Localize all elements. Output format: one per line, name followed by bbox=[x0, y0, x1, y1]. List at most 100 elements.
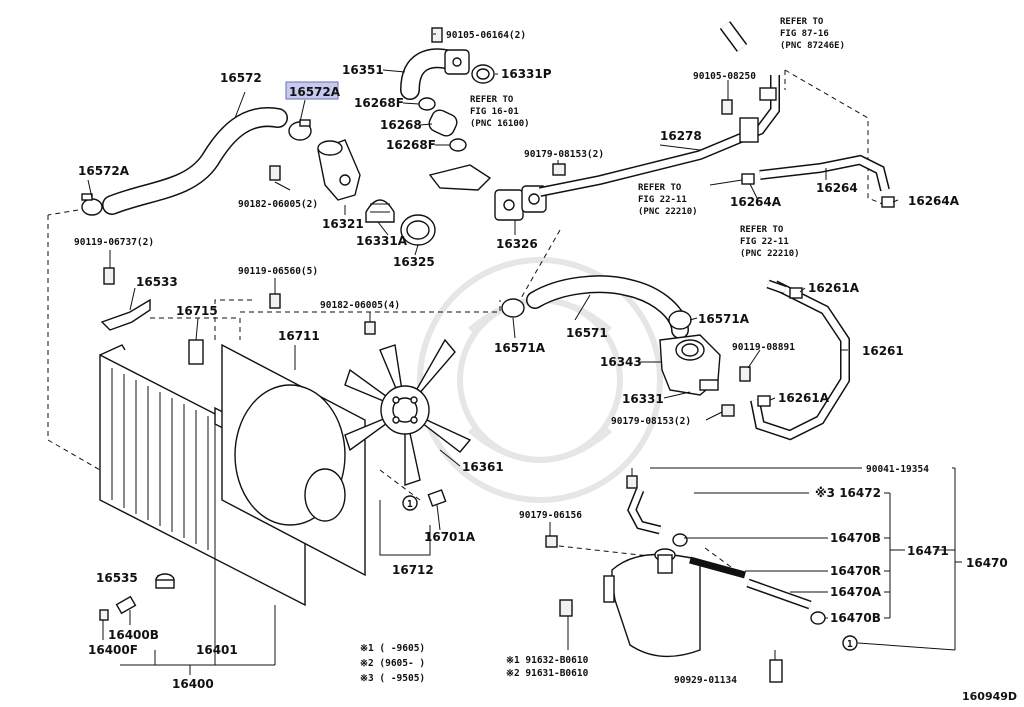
hose-16261[interactable] bbox=[750, 280, 850, 441]
tank-hose-16470a[interactable] bbox=[746, 578, 812, 610]
refer-to-fig-87-16[interactable]: REFER TO FIG 87-16 (PNC 87246E) bbox=[780, 17, 845, 51]
label-90119-06737[interactable]: 90119-06737(2) bbox=[74, 237, 154, 248]
refer-to-fig-22-11-b[interactable]: REFER TO FIG 22-11 (PNC 22210) bbox=[740, 225, 800, 259]
pipe-16268[interactable] bbox=[427, 108, 460, 139]
o-ring-16268f-a[interactable] bbox=[418, 97, 436, 111]
label-16400[interactable]: 16400 bbox=[172, 677, 214, 691]
label-16351[interactable]: 16351 bbox=[342, 63, 384, 77]
label-16470b-b[interactable]: 16470B bbox=[830, 611, 881, 625]
label-16331p[interactable]: 16331P bbox=[501, 67, 552, 81]
label-90105-08250[interactable]: 90105-08250 bbox=[693, 71, 756, 82]
gasket-16325[interactable] bbox=[400, 214, 436, 256]
clamp-16571a-b[interactable] bbox=[668, 310, 692, 330]
label-16261a-a[interactable]: 16261A bbox=[808, 281, 860, 295]
clamp-16571a-a[interactable] bbox=[501, 298, 525, 318]
drain-plug-16400b[interactable] bbox=[99, 595, 137, 621]
lower-radiator-hose-16571[interactable] bbox=[526, 275, 689, 339]
label-91631-b0610[interactable]: ※2 91631-B0610 bbox=[506, 668, 589, 679]
label-16321[interactable]: 16321 bbox=[322, 217, 364, 231]
clamp-16264a-a[interactable] bbox=[709, 173, 755, 186]
label-91632-b0610[interactable]: ※1 91632-B0610 bbox=[506, 655, 589, 666]
label-16361[interactable]: 16361 bbox=[462, 460, 504, 474]
label-16572[interactable]: 16572 bbox=[220, 71, 262, 85]
label-16712[interactable]: 16712 bbox=[392, 563, 434, 577]
bracket-16715[interactable] bbox=[188, 339, 204, 365]
fan-shroud-16711[interactable] bbox=[221, 343, 366, 577]
water-inlet-16351[interactable] bbox=[400, 48, 470, 100]
label-16331a[interactable]: 16331A bbox=[356, 234, 408, 248]
label-16401[interactable]: 16401 bbox=[196, 643, 238, 657]
label-90179-08153-a[interactable]: 90179-08153(2) bbox=[524, 149, 604, 160]
clamp-16264a-b[interactable] bbox=[881, 196, 895, 208]
bolt-90119-06737[interactable] bbox=[103, 267, 115, 285]
label-16715[interactable]: 16715 bbox=[176, 304, 218, 318]
hose-clamp-16572a-left[interactable] bbox=[81, 193, 103, 216]
label-16470[interactable]: 16470 bbox=[966, 556, 1008, 570]
label-16470a[interactable]: 16470A bbox=[830, 585, 882, 599]
label-16400b[interactable]: 16400B bbox=[108, 628, 159, 642]
label-90182-06005-a[interactable]: 90182-06005(2) bbox=[238, 199, 318, 210]
bracket-16533[interactable] bbox=[100, 298, 151, 331]
label-16533[interactable]: 16533 bbox=[136, 275, 178, 289]
bolt-90182-06005-b[interactable] bbox=[364, 321, 376, 335]
tank-hose-16472[interactable] bbox=[627, 488, 662, 535]
label-90119-08891[interactable]: 90119-08891 bbox=[732, 342, 795, 353]
nut-90179-08153-a[interactable] bbox=[552, 163, 566, 176]
label-16572a-highlighted[interactable]: 16572A bbox=[289, 85, 341, 99]
tank-hose-16470r[interactable] bbox=[689, 556, 746, 579]
label-16571a-b[interactable]: 16571A bbox=[494, 341, 546, 355]
bolt-90182-06005-a[interactable] bbox=[269, 165, 291, 191]
label-16264a-a[interactable]: 16264A bbox=[730, 195, 782, 209]
clamp-16261a-a[interactable] bbox=[789, 287, 803, 299]
bypass-pipe-16326[interactable] bbox=[428, 164, 547, 221]
label-16470b-a[interactable]: 16470B bbox=[830, 531, 881, 545]
label-90119-06560[interactable]: 90119-06560(5) bbox=[238, 266, 318, 277]
label-16326[interactable]: 16326 bbox=[496, 237, 538, 251]
label-90105-06164[interactable]: 90105-06164(2) bbox=[446, 30, 526, 41]
o-ring-16268f-b[interactable] bbox=[449, 138, 467, 152]
clamp-90929-01134[interactable] bbox=[769, 659, 783, 683]
reserve-tank-16470[interactable] bbox=[603, 548, 701, 658]
thermostat-16331a[interactable] bbox=[365, 199, 395, 236]
label-16331[interactable]: 16331 bbox=[622, 392, 664, 406]
hose-16264[interactable] bbox=[759, 154, 890, 192]
label-16701a[interactable]: 16701A bbox=[424, 530, 476, 544]
fan-16361[interactable] bbox=[344, 338, 472, 486]
label-90041-19354[interactable]: 90041-19354 bbox=[866, 464, 929, 475]
clamp-16470b-b[interactable] bbox=[810, 611, 826, 625]
label-16571[interactable]: 16571 bbox=[566, 326, 608, 340]
label-16400f[interactable]: 16400F bbox=[88, 643, 138, 657]
shroud-clip-16712[interactable] bbox=[379, 500, 431, 556]
refer-to-fig-22-11-a[interactable]: REFER TO FIG 22-11 (PNC 22210) bbox=[638, 183, 698, 217]
hose-clamp-16572a-right[interactable] bbox=[288, 119, 312, 141]
water-outlet-16321[interactable] bbox=[317, 139, 361, 201]
label-16264a-b[interactable]: 16264A bbox=[908, 194, 960, 208]
label-16278[interactable]: 16278 bbox=[660, 129, 702, 143]
label-16472[interactable]: ※3 16472 bbox=[815, 486, 881, 500]
label-16571a-a[interactable]: 16571A bbox=[698, 312, 750, 326]
label-16711[interactable]: 16711 bbox=[278, 329, 320, 343]
clamp-16261a-b[interactable] bbox=[757, 395, 771, 407]
bolt-90119-08891[interactable] bbox=[739, 366, 751, 382]
label-90179-08153-b[interactable]: 90179-08153(2) bbox=[611, 416, 691, 427]
upper-radiator-hose[interactable] bbox=[102, 91, 288, 215]
label-16268f-a[interactable]: 16268F bbox=[354, 96, 404, 110]
refer-to-fig-16-01[interactable]: REFER TO FIG 16-01 (PNC 16100) bbox=[470, 95, 530, 129]
label-16343[interactable]: 16343 bbox=[600, 355, 642, 369]
water-inlet-16343[interactable] bbox=[659, 334, 721, 396]
bolt-90105-06164[interactable] bbox=[431, 27, 443, 43]
bolt-90119-06560[interactable] bbox=[269, 293, 281, 309]
cushion-16535[interactable] bbox=[155, 573, 175, 589]
label-16535[interactable]: 16535 bbox=[96, 571, 138, 585]
nut-90179-08153-b[interactable] bbox=[721, 404, 735, 417]
gasket-16331p[interactable] bbox=[471, 64, 495, 84]
label-90182-06005-b[interactable]: 90182-06005(4) bbox=[320, 300, 400, 311]
tank-cap-90041[interactable] bbox=[626, 475, 638, 489]
bolt-91632-b0610[interactable] bbox=[559, 599, 573, 617]
label-16470r[interactable]: 16470R bbox=[830, 564, 881, 578]
label-16261[interactable]: 16261 bbox=[862, 344, 904, 358]
shroud-clip-16701a[interactable] bbox=[427, 489, 447, 507]
label-16264[interactable]: 16264 bbox=[816, 181, 858, 195]
label-16268f-b[interactable]: 16268F bbox=[386, 138, 436, 152]
water-pipe-16278[interactable] bbox=[539, 75, 780, 197]
